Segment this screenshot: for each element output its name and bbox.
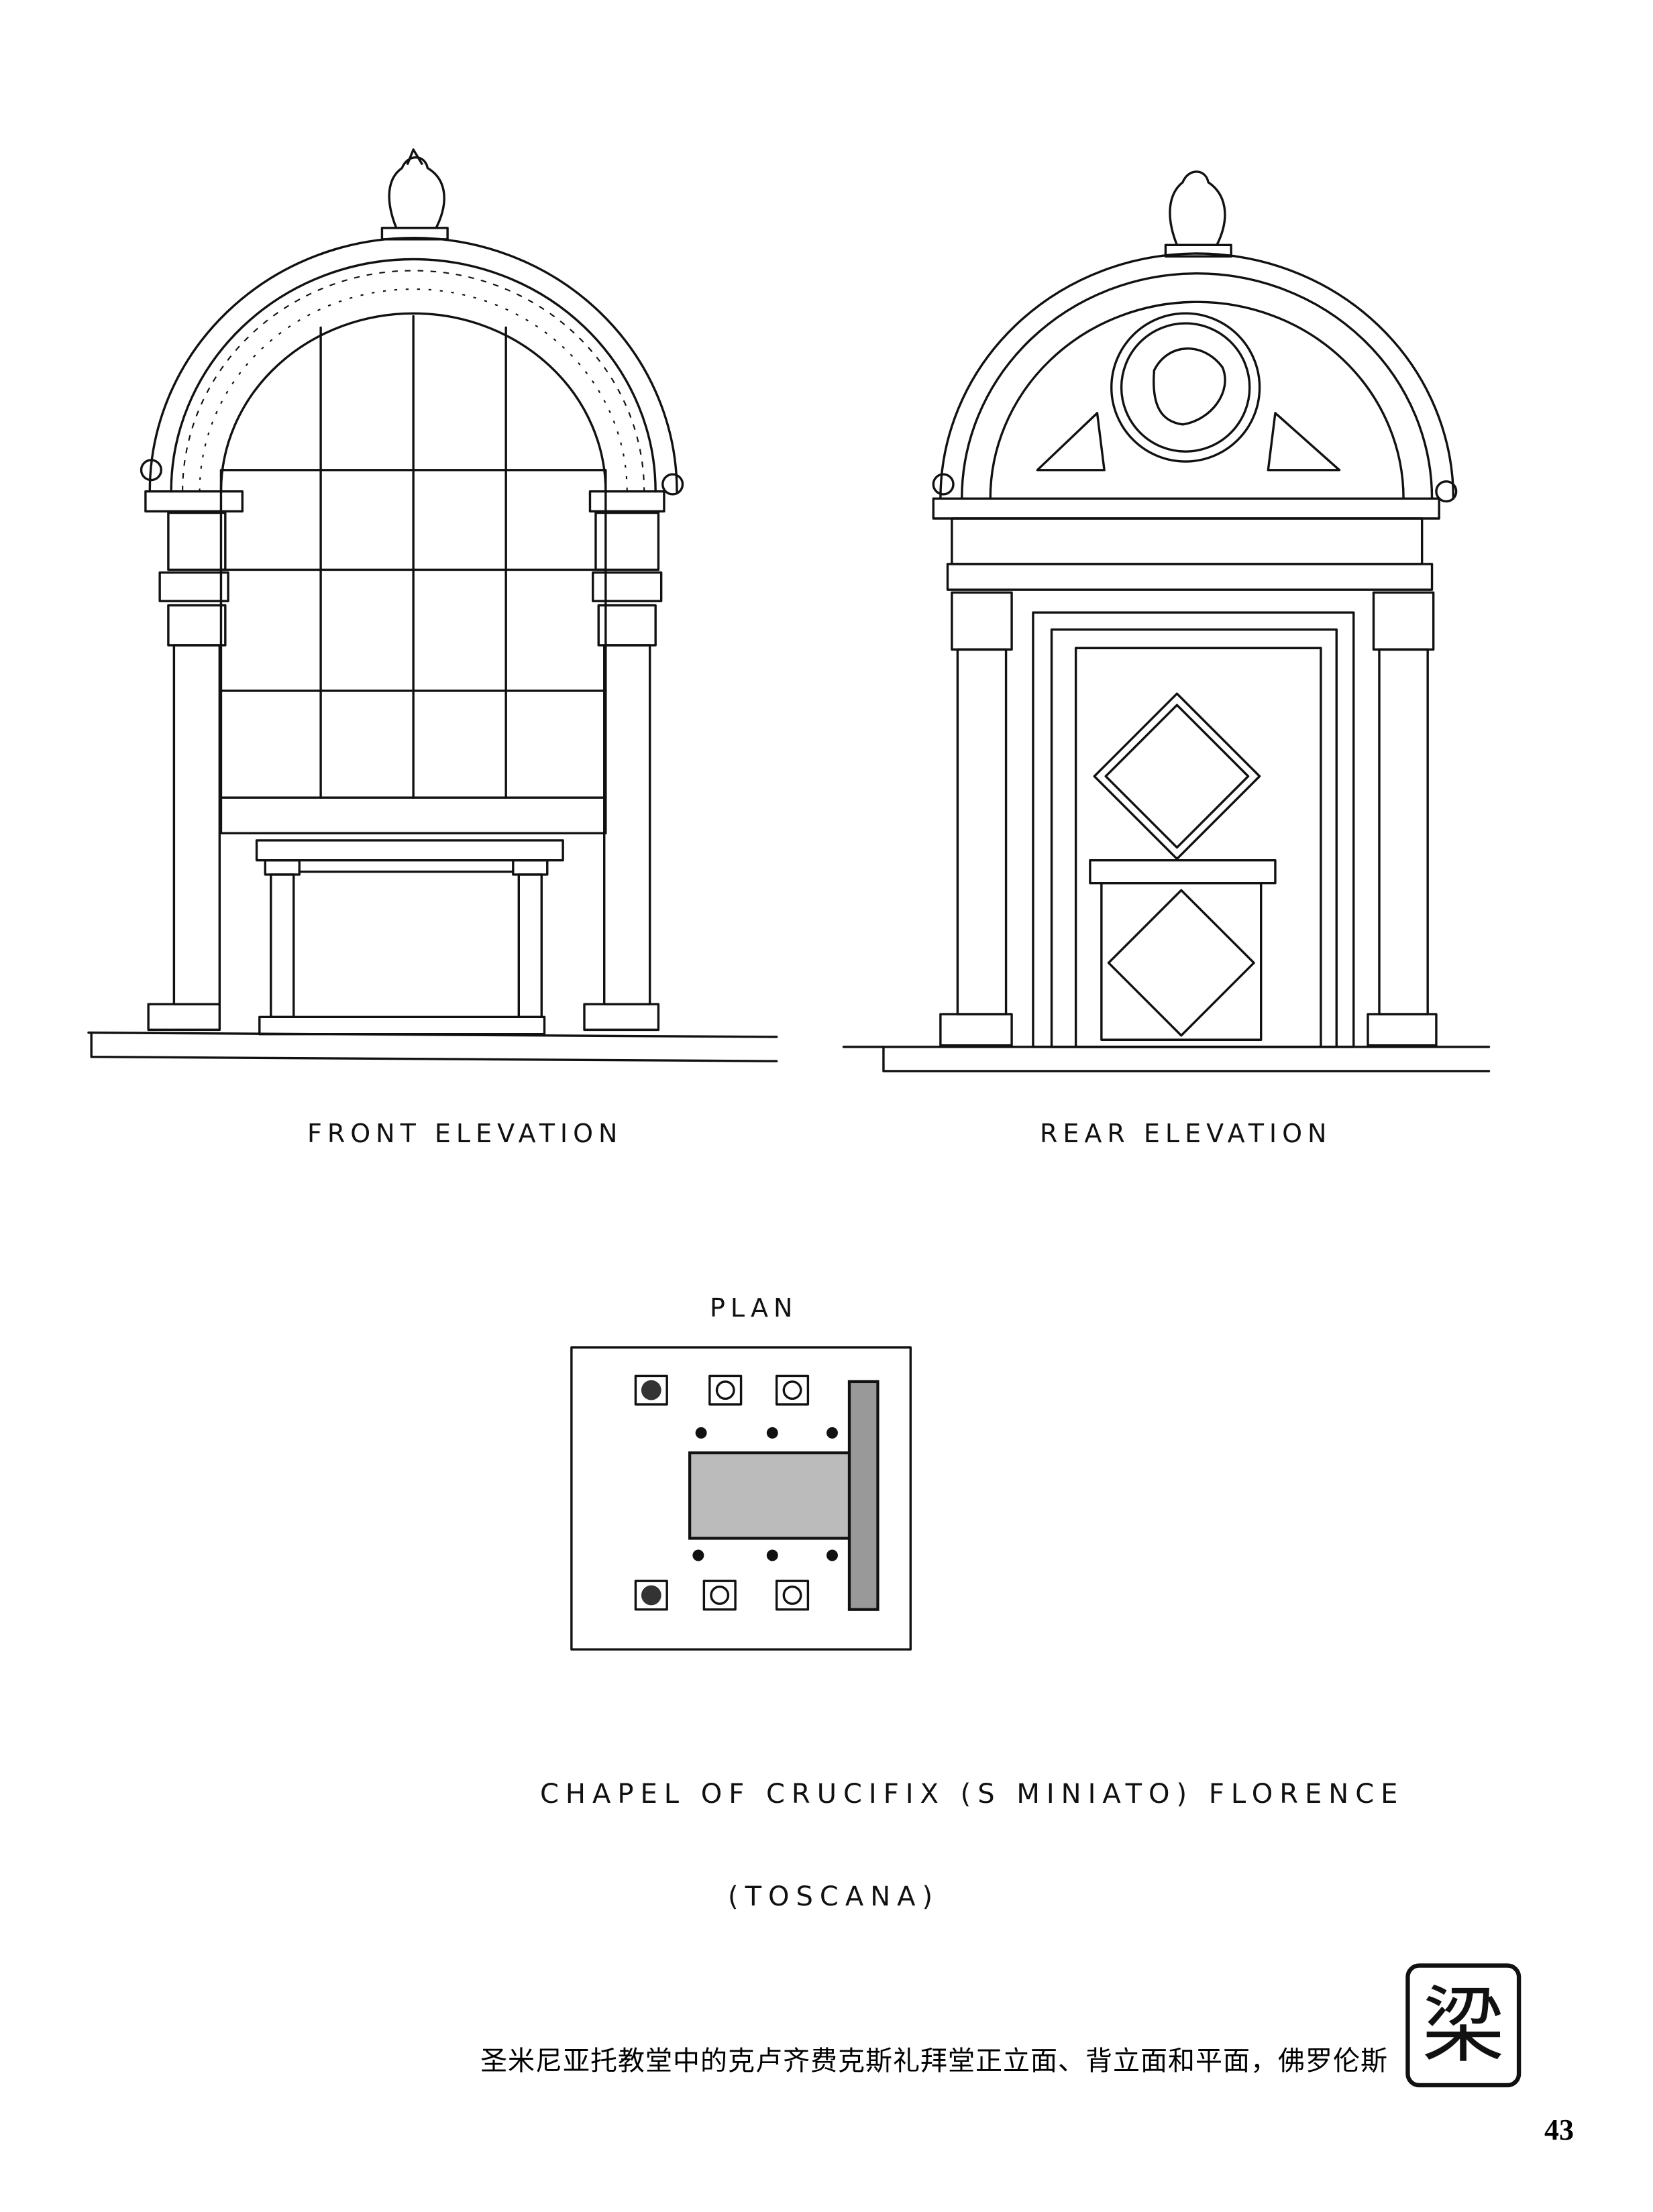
front-elevation-drawing bbox=[87, 148, 778, 1062]
chinese-caption: 圣米尼亚托教堂中的克卢齐费克斯礼拜堂正立面、背立面和平面，佛罗伦斯 bbox=[480, 2046, 1388, 2077]
eagle-medallion-icon bbox=[1110, 312, 1261, 463]
eagle-statue-icon bbox=[1164, 170, 1232, 258]
rear-elevation-label: REAR ELEVATION bbox=[1040, 1119, 1332, 1148]
artist-seal: 梁 bbox=[1405, 1963, 1522, 2088]
seal-character: 梁 bbox=[1422, 1978, 1505, 2074]
plan-label: PLAN bbox=[710, 1293, 798, 1323]
eagle-statue-icon bbox=[380, 148, 449, 241]
region-caption: (TOSCANA) bbox=[728, 1881, 940, 1912]
plan-drawing bbox=[570, 1346, 912, 1651]
rear-elevation-drawing bbox=[842, 170, 1491, 1072]
chapel-caption: CHAPEL OF CRUCIFIX (S MINIATO) FLORENCE bbox=[540, 1779, 1405, 1810]
page-number: 43 bbox=[1544, 2113, 1574, 2146]
front-elevation-label: FRONT ELEVATION bbox=[307, 1119, 623, 1148]
